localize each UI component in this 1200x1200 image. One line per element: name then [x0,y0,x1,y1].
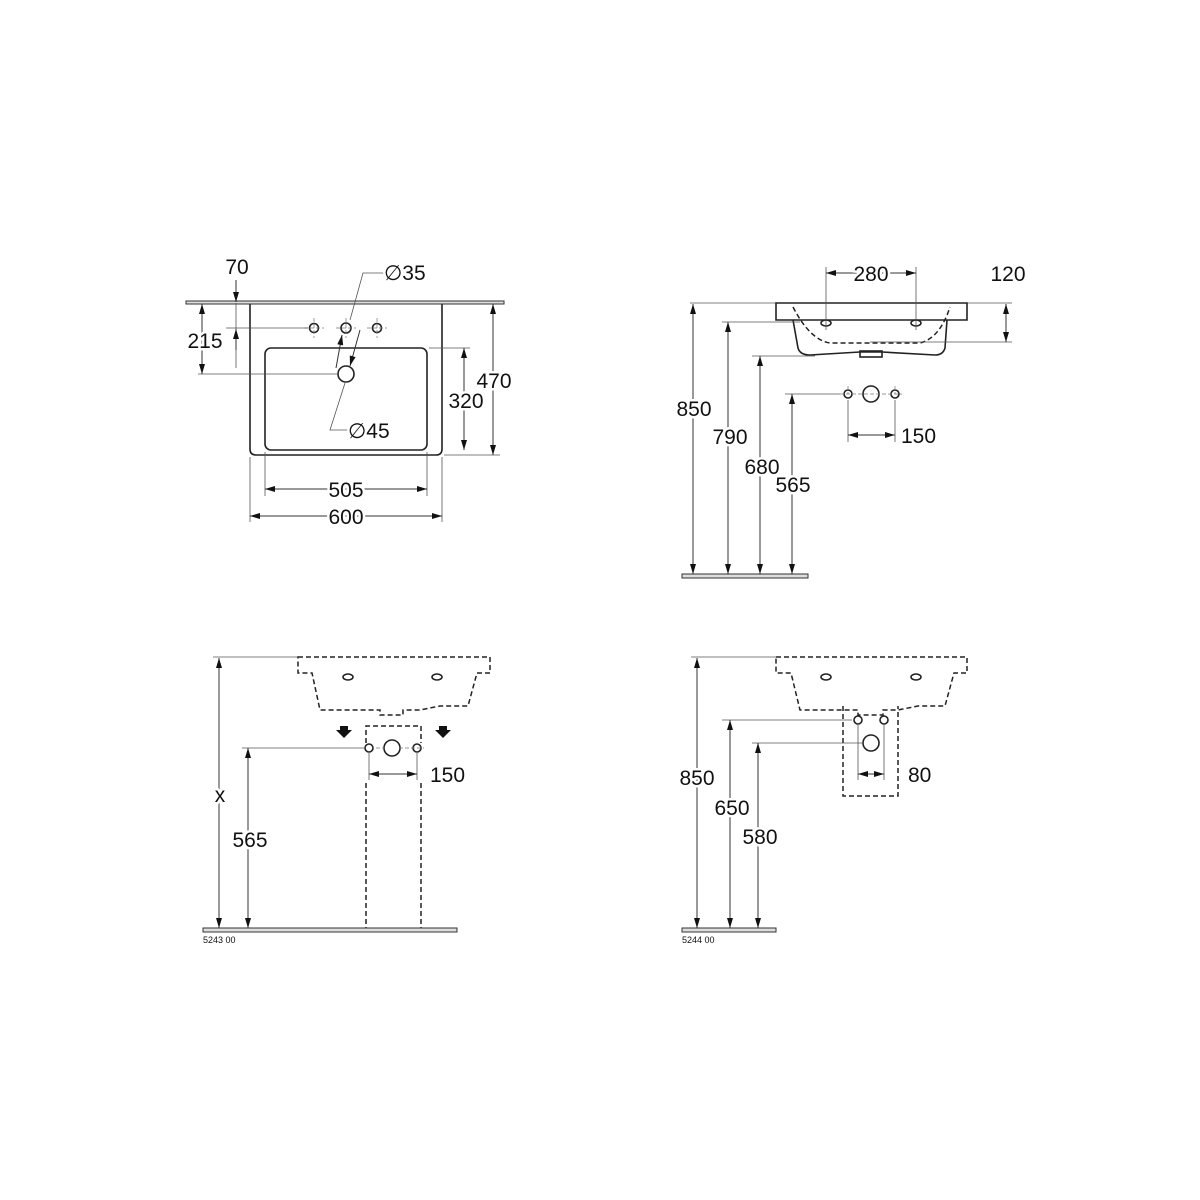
dim-215-label: 215 [187,330,222,353]
semi-pedestal-view: 80 850 650 580 5244 00 [677,656,968,945]
waste-outlet [383,739,401,757]
drain-outlet [859,350,883,358]
dia-45-label: ∅45 [348,420,390,443]
pedestal-dashed [365,783,422,928]
tap-hole-right [431,673,443,681]
pedestal-view: 150 x 565 5243 00 [202,656,491,945]
dim-565-label: 565 [232,829,267,852]
tap-hole-right [910,673,922,681]
trap-cover-dashed [365,725,422,743]
dim-150-label: 150 [430,764,465,787]
basin-top-view: 70 215 470 320 505 600 ∅35 ∅45 [185,254,514,532]
dim-565-label: 565 [775,474,810,497]
tap-hole-left [820,673,832,681]
tap-holes [304,318,387,338]
dim-x-label: x [215,784,226,807]
supply-right [879,715,889,725]
product-code: 5244 00 [682,935,715,945]
supply-left [853,715,863,725]
dim-70-label: 70 [225,256,248,279]
dim-650-label: 650 [714,797,749,820]
floor-line [202,927,458,933]
semi-pedestal-dashed [842,706,899,797]
dim-80-label: 80 [908,764,931,787]
basin-side-view: 280 120 850 790 680 565 150 [674,261,1028,579]
dim-850-label: 850 [679,767,714,790]
basin-rim [775,302,968,321]
basin-bowl [264,347,428,451]
dim-470-label: 470 [476,370,511,393]
dim-850-label: 850 [676,398,711,421]
dia-35-label: ∅35 [384,262,426,285]
product-code: 5243 00 [203,935,236,945]
basin-outline-dashed [775,656,968,716]
arrow-down-icon [336,726,352,738]
wall-line [185,300,505,305]
basin-body [792,319,948,356]
supply-left [364,743,374,753]
dim-505-label: 505 [328,479,363,502]
dim-150-label: 150 [901,425,936,448]
dim-280-label: 280 [853,263,888,286]
floor-line [681,573,809,579]
basin-outline-dashed [297,656,491,716]
dim-120-label: 120 [990,263,1025,286]
dim-680-label: 680 [744,456,779,479]
floor-line [681,927,777,933]
drain-hole [337,365,355,383]
dim-600-label: 600 [328,506,363,529]
dim-790-label: 790 [712,426,747,449]
tap-hole-left [342,673,354,681]
waste-outlet [862,734,880,752]
dim-320-label: 320 [448,390,483,413]
basin-outline [249,304,443,456]
arrow-down-icon [435,726,451,738]
dim-580-label: 580 [742,826,777,849]
